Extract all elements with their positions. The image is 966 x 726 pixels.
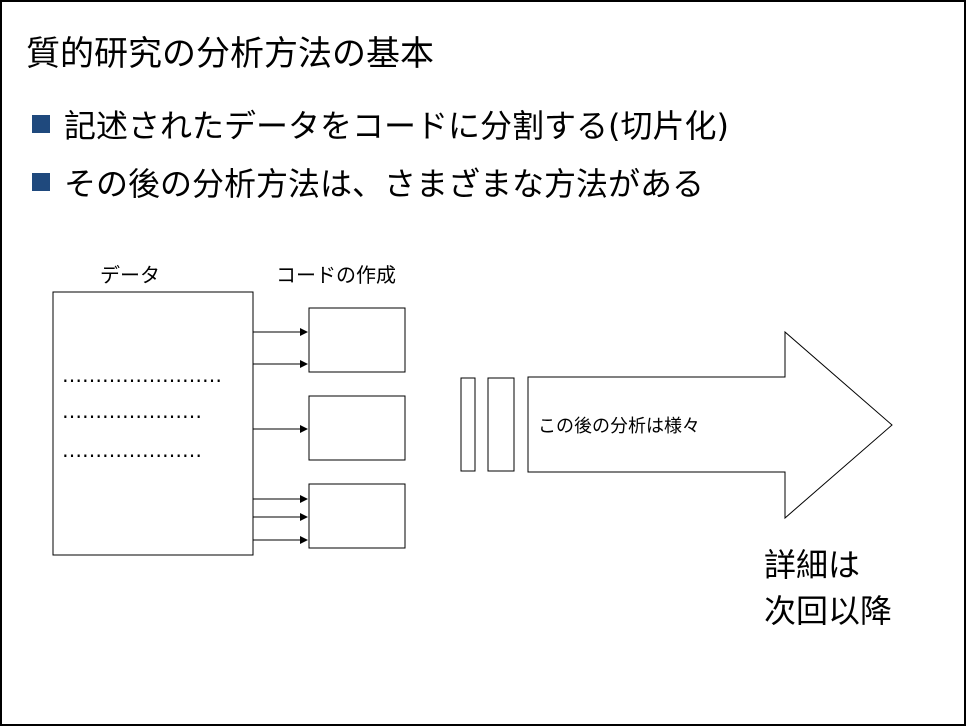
note-line: 次回以降 bbox=[764, 592, 893, 630]
bullet-text: その後の分析方法は、さまざまな方法がある bbox=[64, 165, 705, 203]
bullet-item: その後の分析方法は、さまざまな方法がある bbox=[32, 164, 704, 204]
code-box bbox=[308, 395, 406, 461]
bullet-text: 記述されたデータをコードに分割する(切片化) bbox=[64, 107, 729, 145]
large-arrow-shape bbox=[527, 330, 893, 520]
note-line: 詳細は bbox=[764, 546, 861, 584]
bullet-square-icon bbox=[32, 115, 50, 133]
data-dotted-line: ………………… bbox=[62, 399, 202, 423]
narrow-bar bbox=[487, 377, 515, 472]
code-label: コードの作成 bbox=[276, 263, 396, 287]
narrow-bar bbox=[460, 377, 476, 472]
arrow-text: この後の分析は様々 bbox=[538, 416, 700, 437]
data-label: データ bbox=[100, 263, 160, 287]
data-dotted-line: …………………… bbox=[62, 363, 222, 387]
bullet-square-icon bbox=[32, 173, 50, 191]
code-box bbox=[308, 307, 406, 373]
bullet-item: 記述されたデータをコードに分割する(切片化) bbox=[32, 106, 729, 146]
slide-title: 質的研究の分析方法の基本 bbox=[26, 34, 434, 74]
code-box bbox=[308, 483, 406, 549]
data-box bbox=[52, 291, 254, 556]
data-dotted-line: ………………… bbox=[62, 438, 202, 462]
